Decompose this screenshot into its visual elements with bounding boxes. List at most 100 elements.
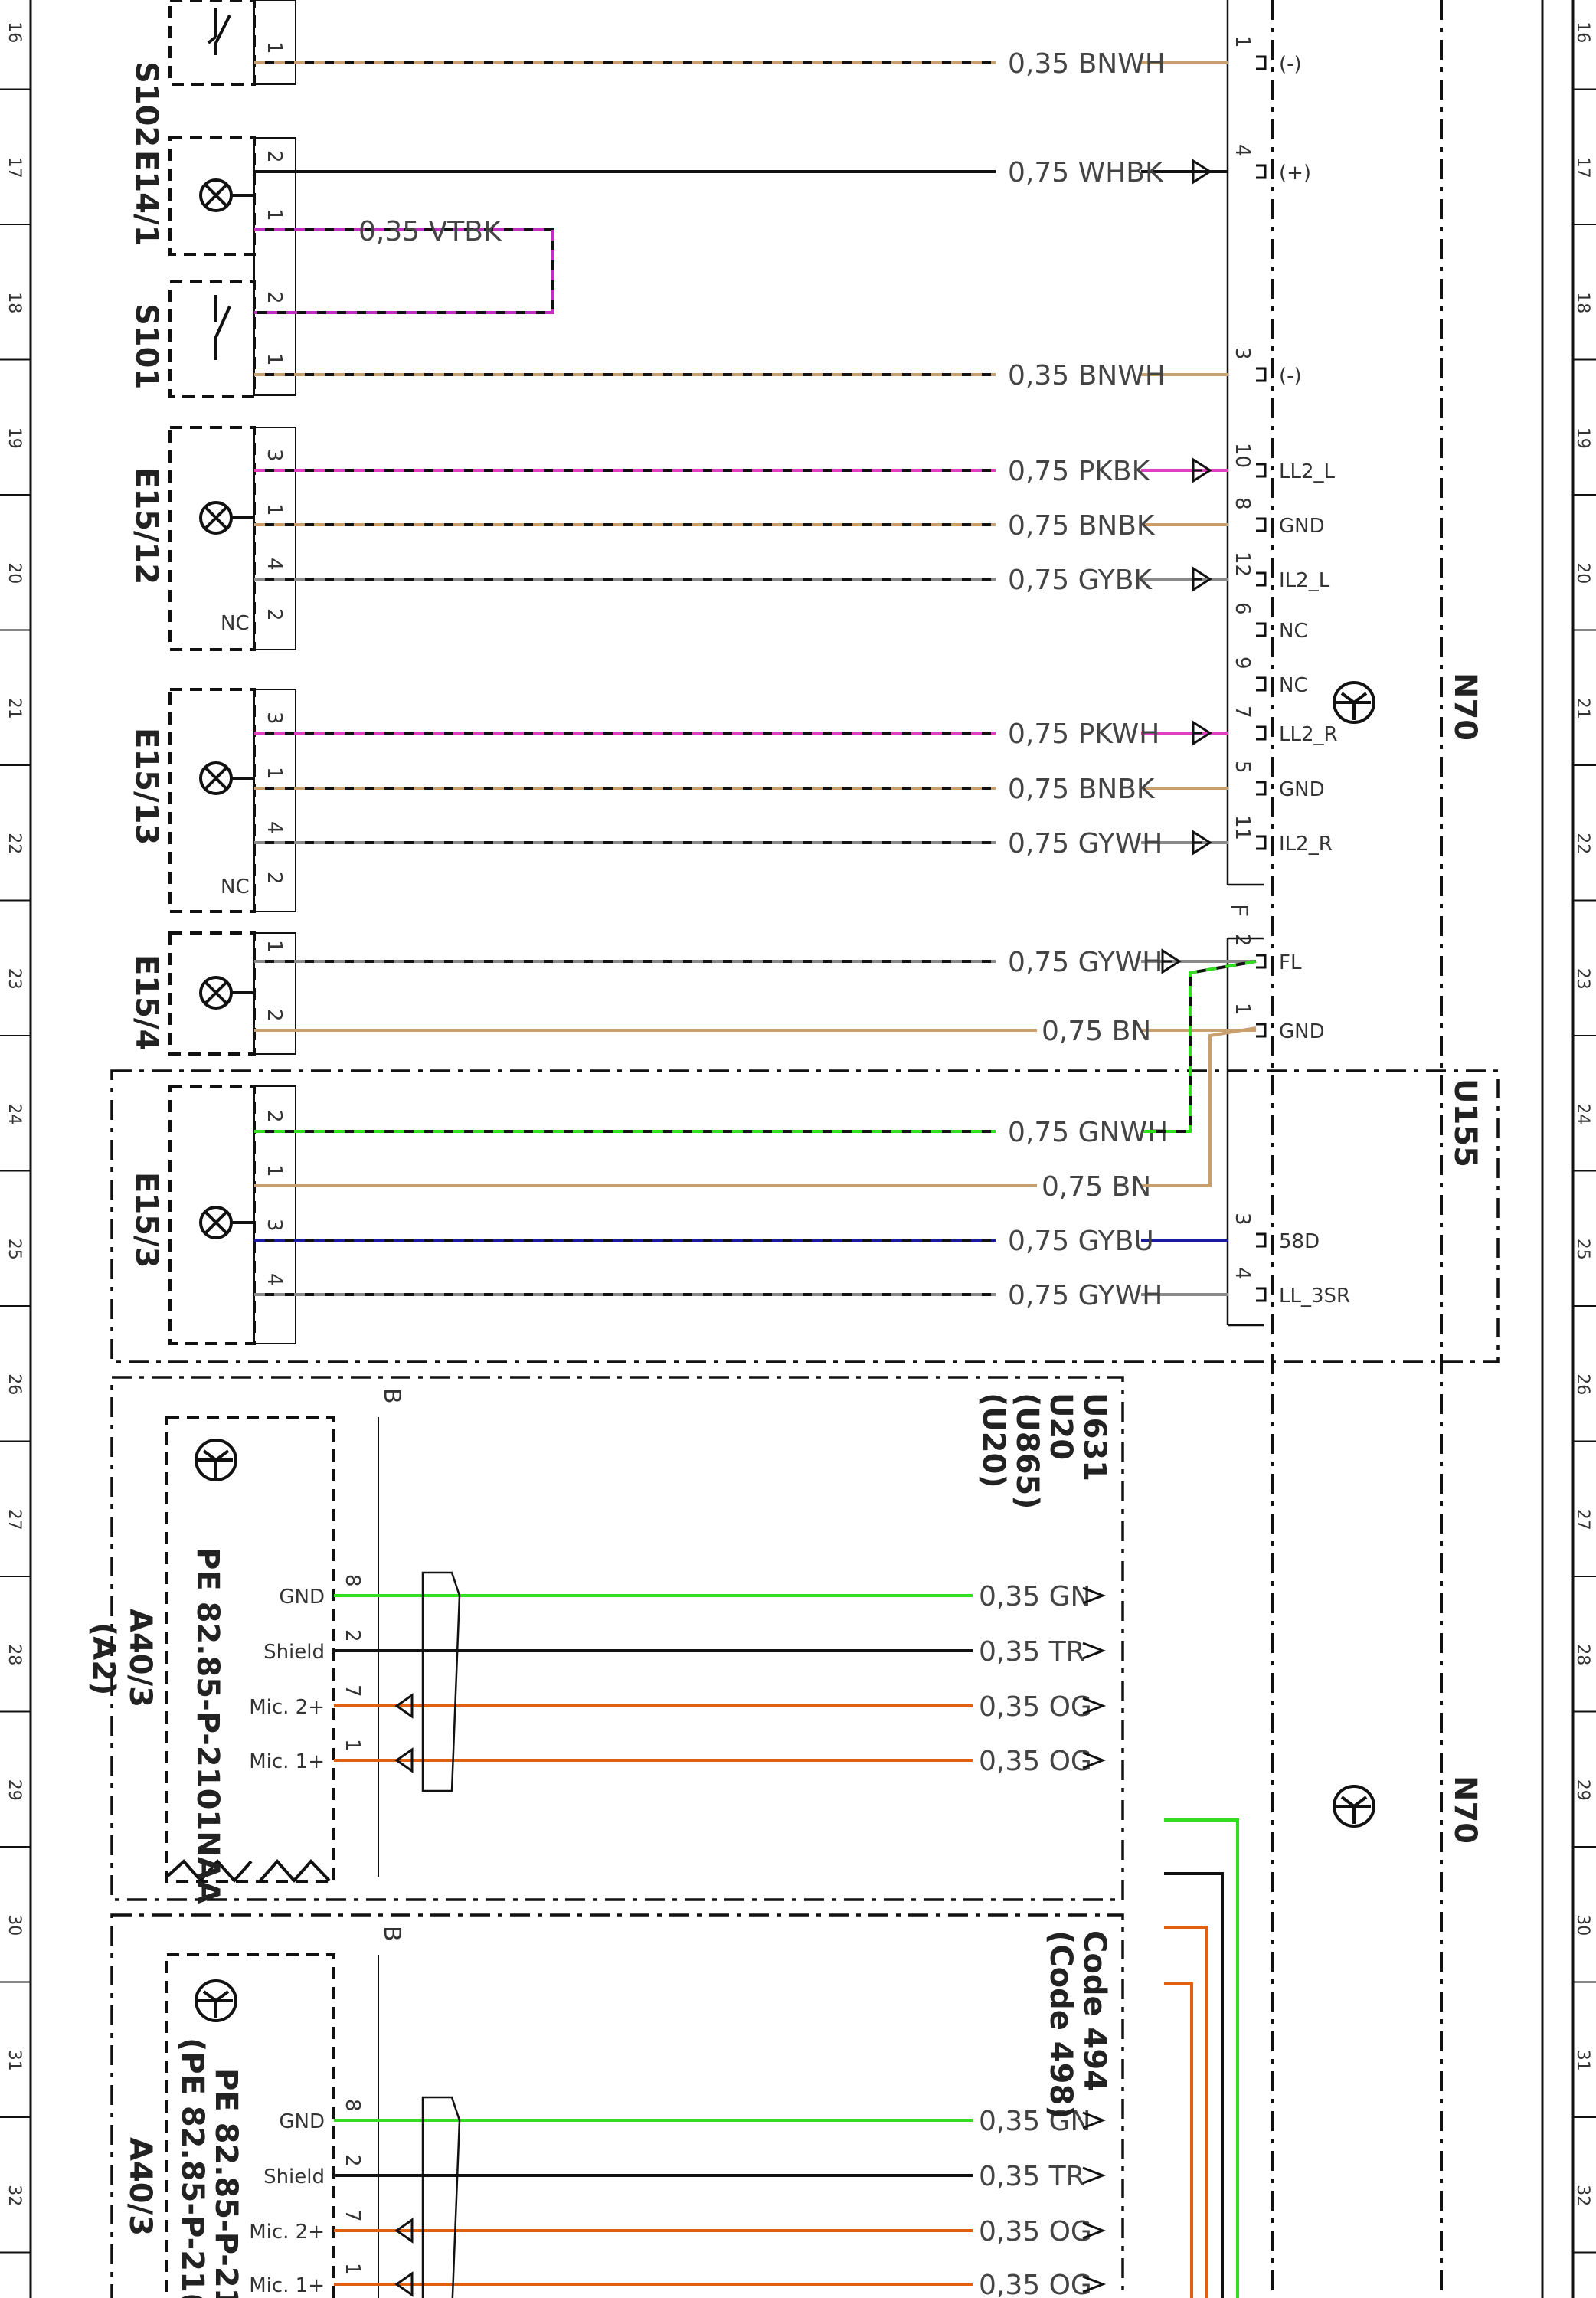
n70-connector-bars <box>1226 0 1264 1327</box>
ruler-label-left: 31 <box>5 2050 24 2071</box>
mic-row-pin: 2 <box>341 1629 364 1642</box>
n70-signal: IL2_R <box>1279 833 1333 856</box>
lamp-icons <box>199 178 254 1239</box>
ruler-label-right: 22 <box>1573 833 1592 854</box>
label-u865: (U865) <box>1009 1393 1045 1510</box>
ruler-label-left: 28 <box>5 1644 24 1665</box>
wire-label: 0,75 GYBU <box>1008 1226 1154 1257</box>
n70-signal: (-) <box>1279 365 1302 388</box>
n70-nc-pin: 6 <box>1231 602 1254 615</box>
ruler-label-left: 32 <box>5 2185 24 2206</box>
n70-pin-number: 5 <box>1231 761 1254 774</box>
component-pin: 4 <box>263 1273 286 1286</box>
component-boxes <box>168 0 256 1345</box>
ruler-label-left: 19 <box>5 427 24 449</box>
ruler-label-right: 32 <box>1573 2185 1592 2206</box>
n70-pin-number: 4 <box>1231 144 1254 157</box>
component-pin: 1 <box>263 940 286 953</box>
wire-label: 0,75 BN <box>1042 1016 1151 1047</box>
component-pin: 3 <box>263 712 286 725</box>
u631-box <box>110 1376 1124 1901</box>
mic-row-wire: 0,35 GN <box>979 1581 1091 1612</box>
transistor-icons <box>195 681 1375 2022</box>
ruler-label-left: 24 <box>5 1103 24 1124</box>
mic-row-wire: 0,35 OG <box>979 2216 1092 2247</box>
wire-label: 0,75 GYWH <box>1008 828 1163 859</box>
wire-label: 0,75 BNBK <box>1008 510 1156 542</box>
n70-signal: LL_3SR <box>1279 1285 1350 1308</box>
component-pin: 1 <box>263 1164 286 1177</box>
n70-signal: GND <box>1279 778 1325 801</box>
mic-row-wire: 0,35 TR <box>979 1636 1085 1668</box>
mic-row-name: Mic. 1+ <box>249 1750 325 1773</box>
n70-signal: FL <box>1279 951 1302 974</box>
mic-row-wire: 0,35 GN <box>979 2106 1091 2137</box>
label-pe-2a: PE 82.85-P-21( <box>208 2068 244 2298</box>
component-pin: 2 <box>263 291 286 304</box>
label-e15-3: E15/3 <box>129 1172 164 1268</box>
label-e15-13: E15/13 <box>129 728 164 845</box>
n70-nc-signal: NC <box>1279 620 1308 643</box>
switch-symbol <box>207 8 231 360</box>
n70-pin-number: 3 <box>1231 1213 1254 1226</box>
ruler-label-left: 17 <box>5 157 24 178</box>
code494-box <box>110 1913 1124 2298</box>
ruler-label-right: 21 <box>1573 698 1592 719</box>
label-a40-3-1: A40/3 <box>123 1609 158 1707</box>
component-pin: 1 <box>263 767 286 780</box>
ruler-label-right: 24 <box>1573 1103 1592 1124</box>
component-pin: 1 <box>263 41 286 54</box>
wire-label: 0,75 GYWH <box>1008 947 1163 978</box>
mic-row-name: GND <box>279 1586 325 1609</box>
mic-row-pin: 1 <box>341 1739 364 1752</box>
mic-row-pin: 8 <box>341 1574 364 1587</box>
n70-signal: 58D <box>1279 1230 1320 1253</box>
mic-row-pin: 7 <box>341 1684 364 1697</box>
ruler-label-right: 16 <box>1573 21 1592 43</box>
ruler-label-left: 26 <box>5 1373 24 1395</box>
ruler-label-right: 18 <box>1573 292 1592 313</box>
n70-pin-number: 1 <box>1231 1003 1254 1016</box>
n70-nc-signal: NC <box>1279 674 1308 697</box>
mic-row-name: Mic. 1+ <box>249 2274 325 2297</box>
wire-label: 0,75 WHBK <box>1008 157 1164 188</box>
mic-row-wire: 0,35 OG <box>979 1746 1092 1777</box>
label-e14-1: E14/1 <box>129 150 164 246</box>
component-pin: 4 <box>263 821 286 834</box>
n70-pin-number: 2 <box>1231 934 1254 947</box>
wire-label: 0,35 BNWH <box>1008 48 1166 80</box>
label-e15-4: E15/4 <box>129 954 164 1050</box>
n70-signal: (-) <box>1279 53 1302 76</box>
a40-3-box-2 <box>165 1953 335 2298</box>
ruler-label-right: 28 <box>1573 1644 1592 1665</box>
n70-pin-number: 8 <box>1231 497 1254 510</box>
mic-row-pin: 2 <box>341 2154 364 2167</box>
label-s102: S102 <box>129 61 164 147</box>
zigzag-break <box>165 1858 331 1884</box>
nc-label: NC <box>221 876 250 899</box>
ruler-label-right: 17 <box>1573 157 1592 178</box>
component-labels: S102 E14/1 S101 E15/12 E15/13 E15/4 E15/… <box>86 61 1483 2298</box>
nc-label: NC <box>221 612 250 635</box>
wire-label: 0,75 BNBK <box>1008 774 1156 805</box>
ruler-label-left: 29 <box>5 1779 24 1801</box>
connector-strips <box>253 0 296 1344</box>
mic-row-wire: 0,35 TR <box>979 2161 1085 2192</box>
crossover-wires <box>1146 960 1257 1187</box>
label-pe-2b: (PE 82.85-P-21( <box>175 2038 210 2298</box>
n70-signal: LL2_L <box>1279 460 1336 483</box>
label-n70-1: N70 <box>1447 673 1483 741</box>
mic-row-name: Mic. 2+ <box>249 2221 325 2244</box>
label-e15-12: E15/12 <box>129 467 164 584</box>
label-u20: U20 <box>1043 1393 1078 1460</box>
label-b2: B <box>378 1926 405 1942</box>
ruler-label-left: 22 <box>5 833 24 854</box>
n70-signal: LL2_R <box>1279 723 1338 746</box>
label-f: F <box>1225 904 1252 917</box>
n70-pin-number: 4 <box>1231 1267 1254 1280</box>
label-u20b: (U20) <box>976 1393 1011 1488</box>
bus-down-wires <box>1164 1818 1239 2298</box>
